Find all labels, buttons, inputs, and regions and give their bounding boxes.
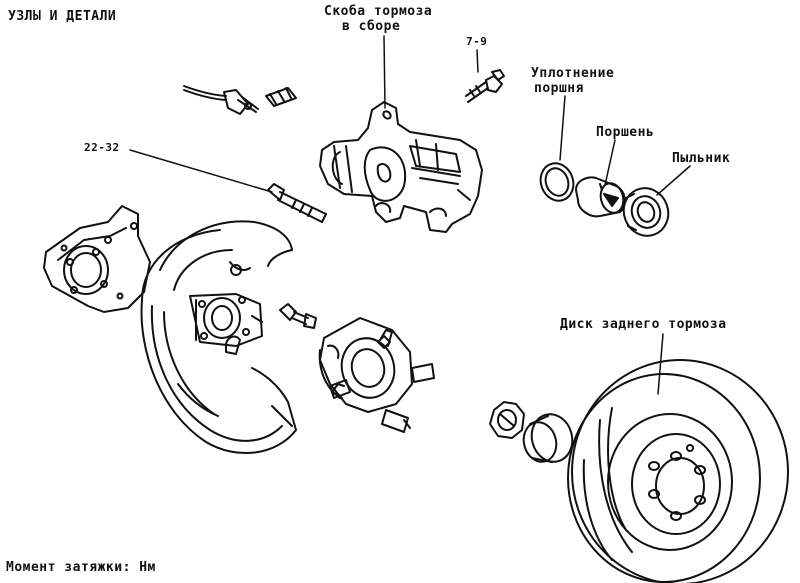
leader-lines bbox=[130, 36, 690, 394]
hub-collar bbox=[519, 410, 577, 467]
caliper-assembly bbox=[320, 102, 482, 232]
hub-nut bbox=[490, 402, 524, 438]
mounting-bracket bbox=[44, 206, 150, 312]
wheel-hub bbox=[320, 318, 434, 432]
piston-seal-label-line1: Уплотнение bbox=[531, 66, 615, 81]
piston-label: Поршень bbox=[596, 125, 655, 140]
torque-note: Момент затяжки: Нм bbox=[6, 560, 156, 575]
piston-seal bbox=[535, 159, 578, 206]
caliper-label-line2: в сборе bbox=[342, 19, 401, 34]
caliper-bolt-small bbox=[466, 70, 504, 102]
caliper-bolt-long bbox=[268, 184, 326, 222]
torque-label-7-9: 7-9 bbox=[466, 35, 488, 48]
caliper-label-line1: Скоба тормоза bbox=[324, 4, 433, 19]
piston-seal-label-line2: поршня bbox=[534, 81, 584, 96]
abs-sensor bbox=[184, 86, 296, 114]
torque-label-22-32: 22-32 bbox=[84, 141, 120, 154]
shield-bolt bbox=[280, 304, 316, 328]
dust-boot-label: Пыльник bbox=[672, 151, 731, 166]
page-title: УЗЛЫ И ДЕТАЛИ bbox=[8, 9, 117, 24]
rear-brake-disc bbox=[568, 360, 788, 583]
dust-shield bbox=[142, 221, 296, 453]
piston bbox=[576, 178, 627, 217]
dust-boot bbox=[617, 182, 675, 242]
rear-disc-label: Диск заднего тормоза bbox=[560, 317, 727, 332]
